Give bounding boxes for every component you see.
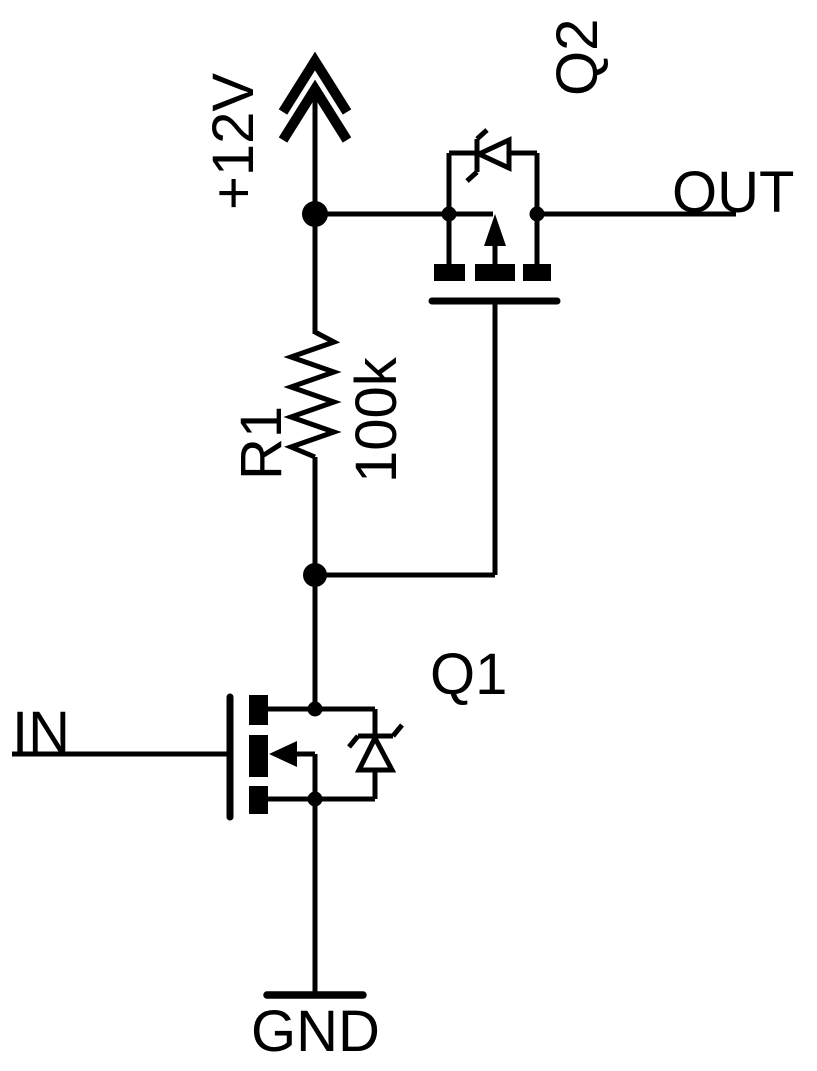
power-arrow-icon [278, 51, 352, 115]
q2-channel-bar [523, 264, 551, 281]
q1-pin-dot [307, 791, 323, 807]
q1-channel-bar [249, 786, 268, 814]
r1-value-label: 100k [344, 356, 409, 483]
power-rail-label: +12V [201, 73, 266, 210]
q2-diode-cathode-tail [465, 170, 479, 183]
q2-diode-triangle [473, 136, 512, 172]
q1-channel-bar [249, 735, 268, 777]
mosfet-q1: Q1 [226, 642, 507, 821]
q2-pin-dot [529, 206, 545, 222]
q1-diode-cathode-tail [391, 723, 404, 738]
power-flag-12v: +12V [201, 51, 352, 227]
q1-channel-bar [249, 695, 268, 725]
q1-diode-cathode-tail [347, 734, 360, 749]
r1-ref-label: R1 [229, 406, 294, 480]
wires [12, 211, 736, 995]
mosfet-q2: Q2 [428, 19, 610, 305]
q1-body-arrow-icon [269, 741, 297, 767]
q1-ref-label: Q1 [430, 642, 507, 707]
q1-diode-triangle [354, 732, 397, 773]
q2-body-arrow-icon [484, 214, 506, 246]
gnd-symbol: GND [251, 991, 380, 1064]
q1-pin-dot [307, 701, 323, 717]
gnd-label: GND [251, 999, 380, 1064]
q2-channel-bar [434, 264, 465, 281]
q2-diode-cathode-tail [475, 128, 489, 141]
power-arrow-icon [278, 79, 352, 143]
out-port-label: OUT [672, 160, 794, 225]
resistor-zigzag [283, 329, 342, 460]
resistor-r1: R1 100k [229, 329, 409, 483]
q2-pin-dot [441, 206, 457, 222]
q2-channel-bar [475, 264, 515, 281]
in-port-label: IN [12, 700, 70, 765]
q2-ref-label: Q2 [545, 19, 610, 96]
